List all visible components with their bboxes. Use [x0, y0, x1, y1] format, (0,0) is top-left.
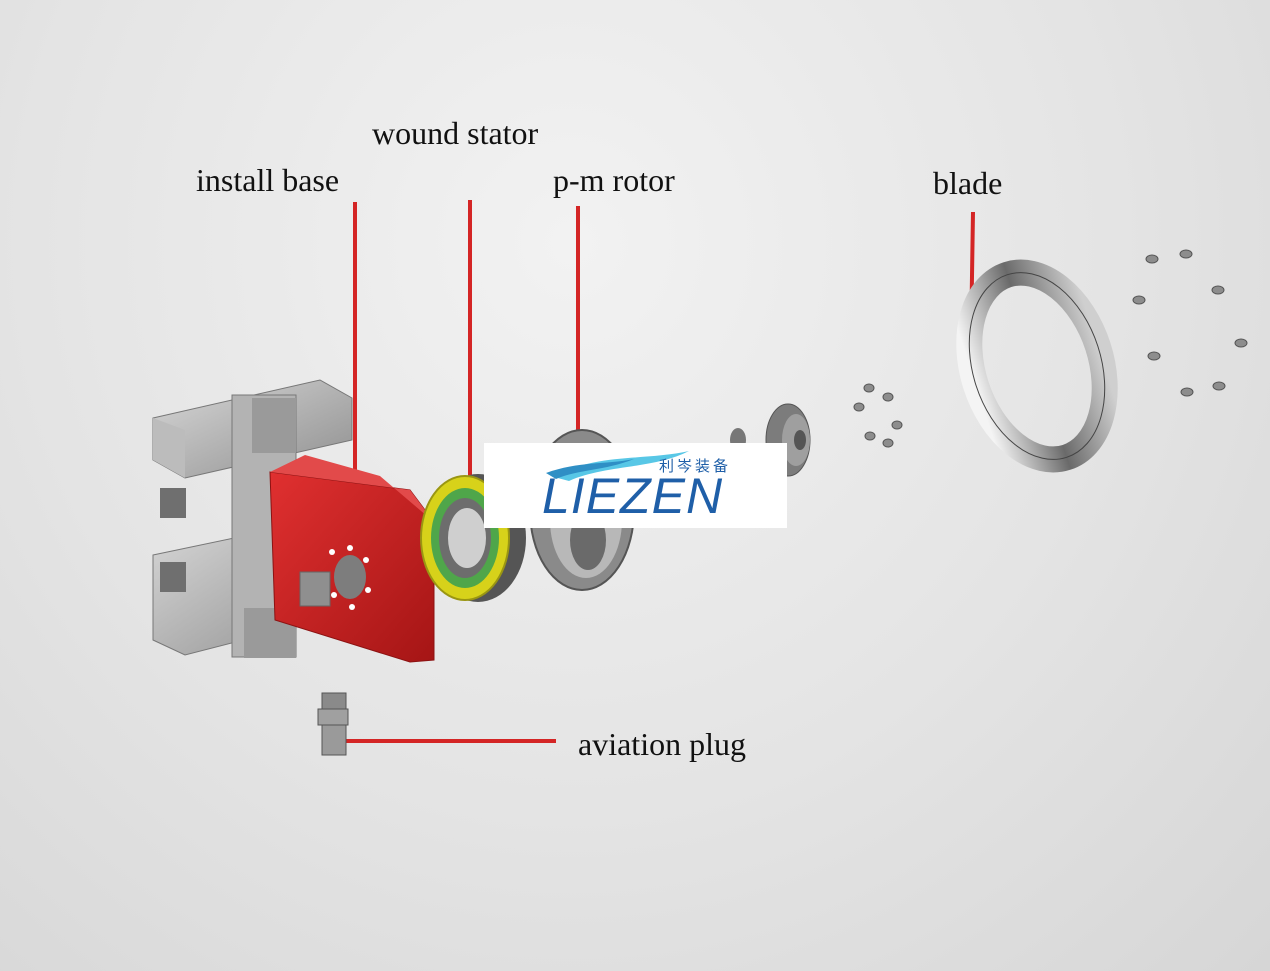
liezen-logo: 利岑装备 LIEZEN — [484, 443, 787, 528]
aviation-plug-label: aviation plug — [578, 726, 746, 762]
logo-chinese-text: 利岑装备 — [659, 457, 732, 475]
wound-stator-label: wound stator — [372, 115, 539, 151]
flange-bolts — [853, 383, 903, 448]
install-base — [152, 379, 435, 663]
leader-lines — [345, 200, 975, 743]
aviation-plug — [317, 692, 349, 756]
logo-wave-icon — [546, 451, 689, 481]
install-base-label: install base — [196, 162, 340, 198]
logo-text: LIEZEN — [542, 468, 724, 524]
pm-rotor-label: p-m rotor — [553, 162, 675, 198]
blade-label: blade — [933, 165, 1003, 201]
blade-screws — [1132, 249, 1248, 397]
blade-ring — [956, 259, 1118, 473]
